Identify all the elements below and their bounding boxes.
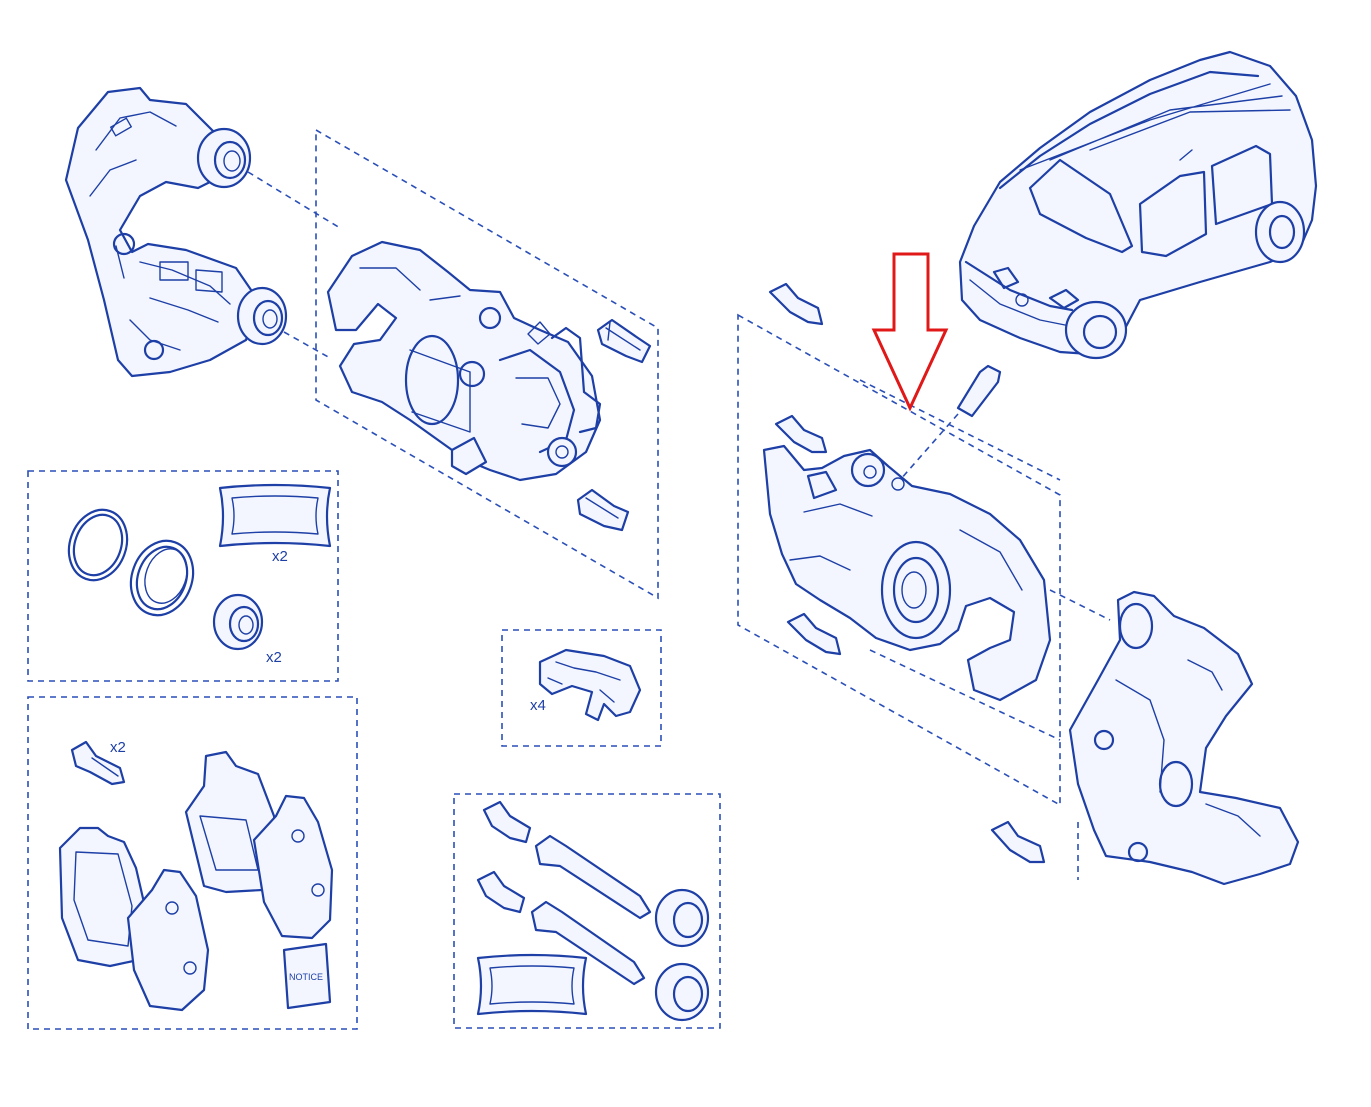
left-carrier-boot-upper [196, 127, 252, 189]
guide-pin-bolt-2 [476, 870, 526, 914]
guide-pin-boot-2 [654, 962, 710, 1022]
clip-kit-box [501, 629, 662, 747]
right-caliper-bolt-low [786, 612, 842, 656]
guide-pin-1 [534, 834, 652, 920]
right-caliper-bolt-top [768, 282, 824, 326]
left-caliper-bolt-upper [596, 318, 652, 364]
brake-pad-2 [126, 868, 210, 1012]
grease-sachet [218, 483, 332, 548]
brake-pad-4 [252, 794, 334, 940]
right-caliper-box [737, 313, 1061, 807]
right-carrier-bolt [990, 820, 1046, 864]
guide-pin-boot [212, 593, 264, 651]
left-caliper-box [315, 128, 659, 600]
left-brake-caliper [326, 240, 602, 482]
left-carrier-boot-lower [236, 286, 288, 346]
guide-pin-kit-box [453, 793, 721, 1029]
qty-label-clip: x4 [530, 697, 546, 714]
pad-retaining-clip [538, 648, 642, 722]
notice-leaflet [282, 942, 332, 1010]
qty-label-boot: x2 [266, 649, 282, 666]
guide-pin-2 [530, 900, 646, 986]
kit-boxes [27, 128, 1061, 1030]
pad-kit-box [27, 696, 358, 1030]
left-caliper-bolt-lower [576, 488, 630, 532]
right-caliper-bolt-mid [774, 414, 828, 454]
seal-kit-box [27, 470, 339, 682]
guide-pin-bolt-1 [482, 800, 532, 844]
bleed-screw [956, 364, 1002, 418]
vehicle-van-illustration [958, 50, 1318, 360]
guide-pin-boot-1 [654, 888, 710, 948]
qty-label-sachet: x2 [272, 548, 288, 565]
highlight-arrow [871, 252, 949, 412]
brake-pad-1 [58, 826, 150, 968]
dust-boot-ring [129, 539, 195, 617]
piston-seal-ring [67, 508, 129, 582]
right-caliper-carrier [1068, 590, 1300, 886]
notice-text: NOTICE [289, 972, 323, 982]
qty-label-pad-bolt: x2 [110, 739, 126, 756]
pad-bolt [70, 740, 126, 786]
guide-pin-grease-sachet [476, 953, 588, 1016]
right-brake-caliper [762, 444, 1052, 702]
